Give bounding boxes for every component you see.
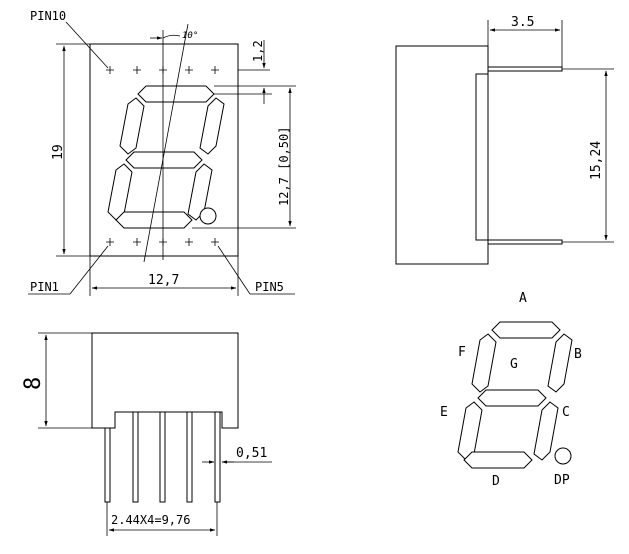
map-seg-a <box>491 321 561 339</box>
front-seg-a <box>137 85 215 103</box>
map-seg-d <box>463 451 533 469</box>
label-f: F <box>458 345 466 360</box>
slant-reference-line <box>143 23 189 263</box>
map-dp <box>554 447 572 465</box>
label-c: C <box>562 405 570 420</box>
pin-width-value: 0,51 <box>236 446 267 461</box>
bottom-pin-markers <box>106 238 219 246</box>
map-seg-e <box>457 401 483 461</box>
bottom-package-outline <box>91 332 239 429</box>
label-b: B <box>574 347 582 362</box>
label-a: A <box>519 291 527 306</box>
map-seg-b <box>547 333 573 393</box>
front-seg-c <box>187 163 213 221</box>
side-back-plate <box>475 73 489 241</box>
front-digit <box>107 85 225 229</box>
angle-label: 10° <box>182 31 198 41</box>
pin-width-dimension: 0,51 <box>202 446 272 464</box>
angle-arc <box>162 34 181 39</box>
map-seg-f <box>471 333 497 393</box>
pin1-label: PIN1 <box>30 280 59 294</box>
pin-length-dimension: 3.5 <box>487 15 563 67</box>
bottom-pins <box>104 411 221 503</box>
front-seg-d <box>115 211 193 229</box>
label-d: D <box>492 474 500 489</box>
label-e: E <box>440 405 448 420</box>
map-seg-g <box>477 389 547 407</box>
front-seg-b <box>199 97 225 155</box>
top-offset-value: 1,2 <box>251 40 265 62</box>
front-height-value: 19 <box>51 144 66 160</box>
front-package-outline <box>89 43 239 257</box>
top-pin-markers <box>106 66 219 74</box>
side-package-body <box>395 45 489 265</box>
bottom-view: 8 0,51 2.44X4=9,76 <box>21 332 272 536</box>
label-g: G <box>510 357 518 372</box>
front-height-dimension: 19 <box>51 43 90 257</box>
front-view: 10° PIN10 PIN1 PIN5 19 12,7 <box>28 9 296 296</box>
pin1-leader <box>69 245 109 295</box>
digit-height-dimension: 12,7 [0,50] <box>192 85 296 229</box>
side-view: 3.5 15,24 <box>395 15 614 265</box>
pin-length-value: 3.5 <box>511 15 534 30</box>
side-upper-pin <box>487 66 563 72</box>
front-seg-f <box>119 97 145 155</box>
pin10-label: PIN10 <box>30 9 66 23</box>
digit-height-value: 12,7 [0,50] <box>277 127 291 206</box>
front-width-value: 12,7 <box>148 273 179 288</box>
side-lower-pin <box>487 239 563 245</box>
pin5-leader <box>217 245 251 295</box>
pitch-dimension: 2.44X4=9,76 <box>106 502 218 536</box>
bottom-height-dimension: 8 <box>21 332 92 429</box>
pin-spacing-dimension: 15,24 <box>562 68 614 243</box>
pin5-label: PIN5 <box>255 280 284 294</box>
pitch-value: 2.44X4=9,76 <box>111 513 190 527</box>
pin-spacing-value: 15,24 <box>589 141 604 180</box>
top-offset-dimension: 1,2 <box>238 40 270 104</box>
label-dp: DP <box>554 473 570 488</box>
bottom-height-value: 8 <box>21 377 46 390</box>
pin10-leader <box>65 21 109 69</box>
segment-map: A F G B E C D DP <box>440 291 582 489</box>
map-seg-c <box>533 401 559 461</box>
front-width-dimension: 12,7 <box>89 256 239 296</box>
front-dp <box>199 207 217 225</box>
front-seg-g <box>125 151 203 169</box>
